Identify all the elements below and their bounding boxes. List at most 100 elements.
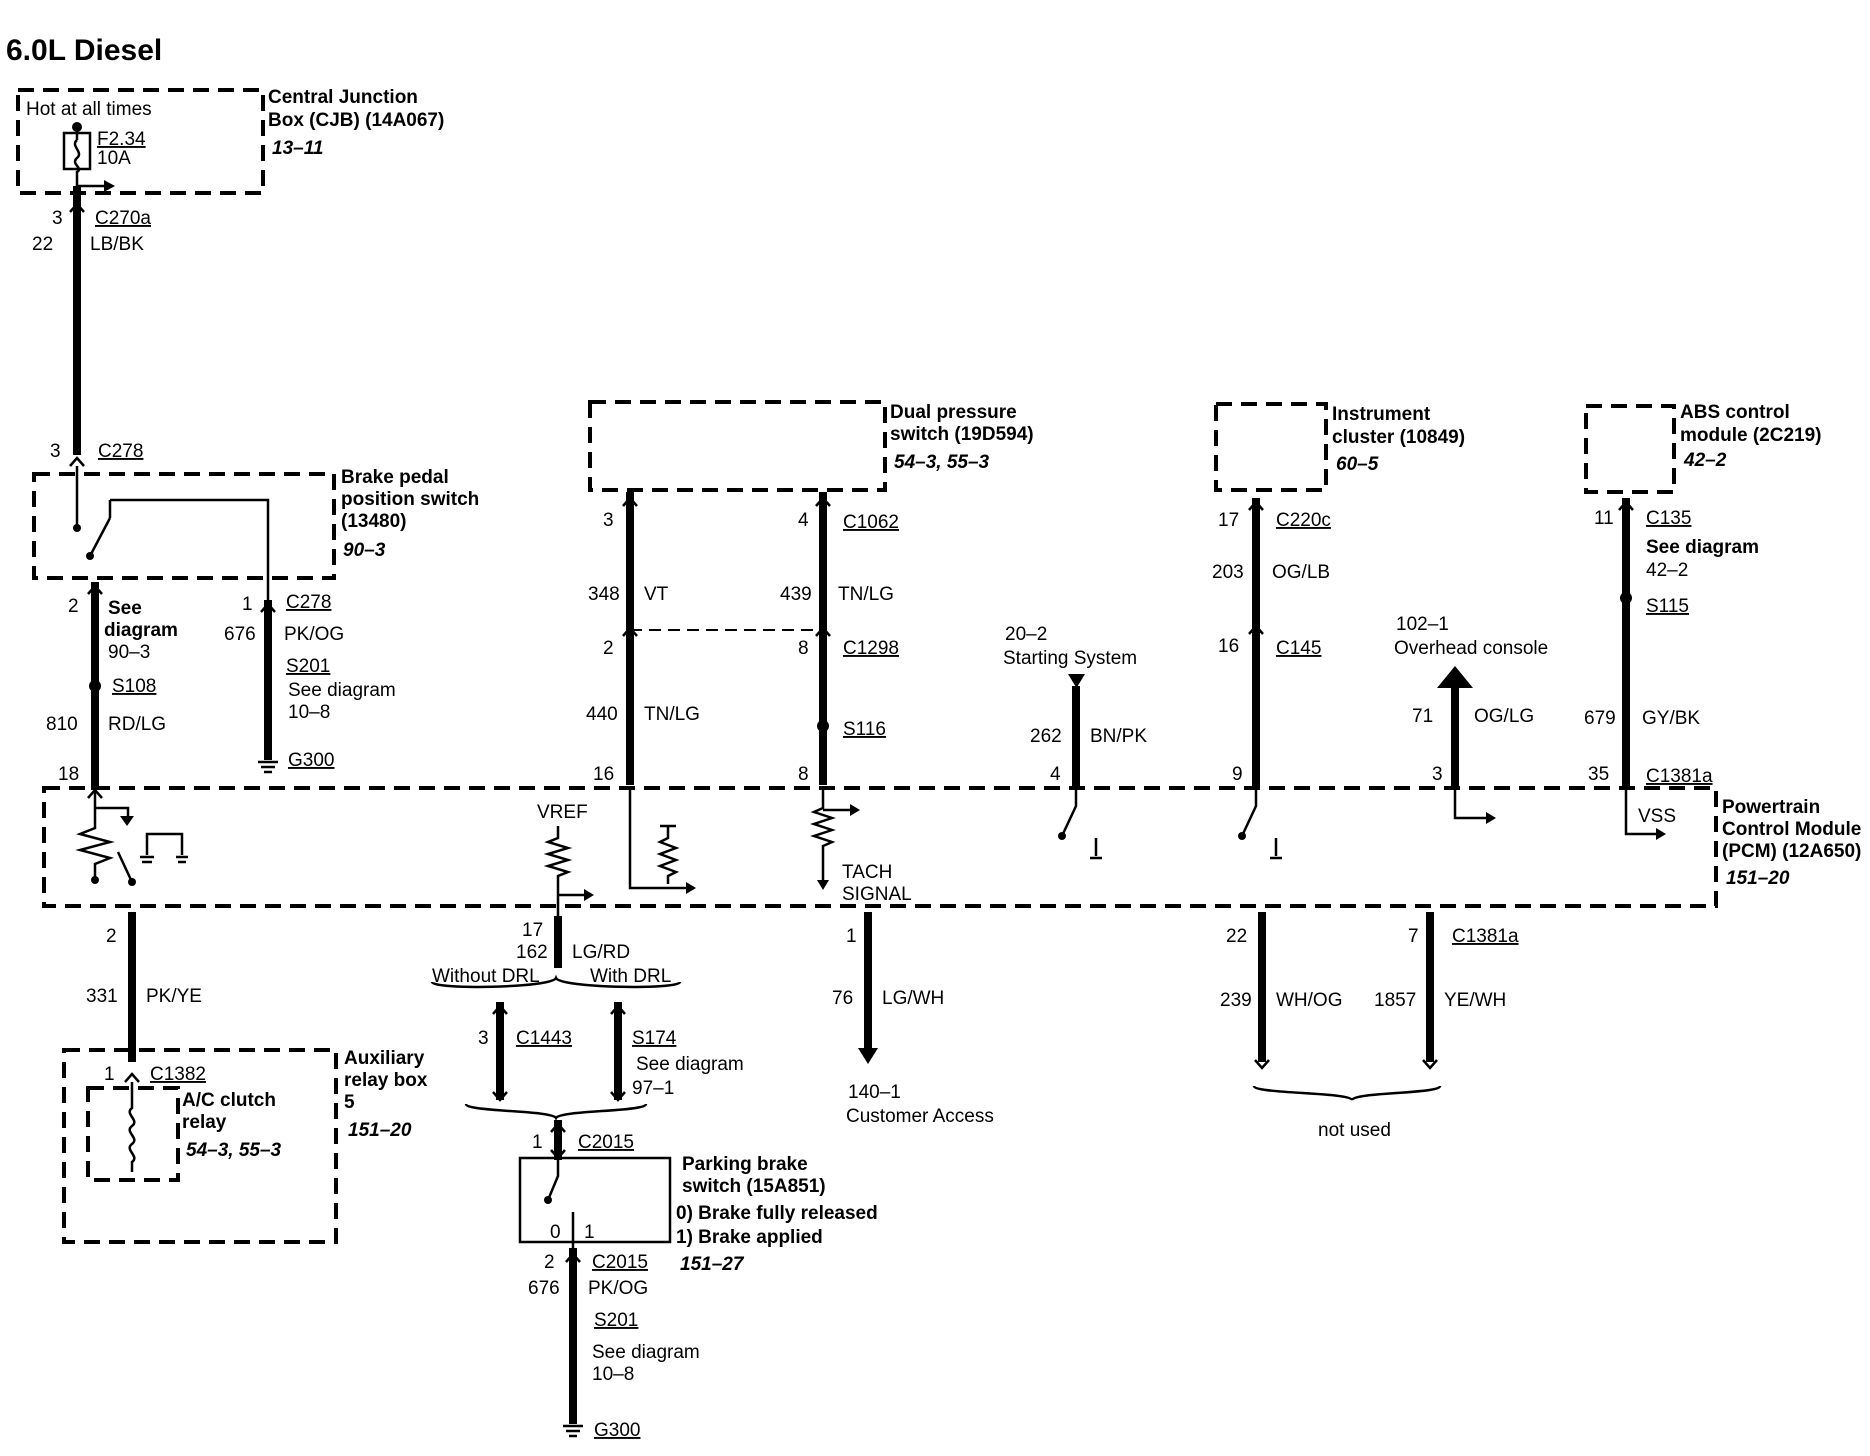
unused-end-icons: [1254, 1059, 1438, 1070]
c145-label: C145: [1276, 638, 1321, 659]
c1443-pin: 3: [478, 1028, 489, 1049]
pcm-vref-arrow-icon: [584, 889, 594, 901]
c135-label: C135: [1646, 508, 1691, 529]
c1298-label: C1298: [843, 638, 899, 659]
parking-state-1: 1) Brake applied: [676, 1227, 823, 1248]
pcm-left-contact: [91, 876, 99, 884]
g300-lower-label: G300: [594, 1420, 640, 1441]
pcm-left-ground-icon: [140, 855, 154, 864]
bpp-name-1: Brake pedal: [341, 467, 449, 488]
s201-lower-label: S201: [594, 1310, 638, 1331]
abs-control-module: ABS control module (2C219) 42–2 11 C135 …: [1584, 402, 1821, 787]
wire-71-circuit: 71: [1412, 706, 1433, 727]
c2015-top-label: C2015: [578, 1132, 634, 1153]
without-drl-label: Without DRL: [432, 966, 540, 987]
wire-348-color: VT: [644, 584, 669, 605]
abs-ref: 42–2: [1683, 450, 1727, 471]
fuse-element: [73, 127, 81, 186]
c1381a-bottom-label: C1381a: [1452, 926, 1519, 947]
aux-ref: 151–20: [348, 1120, 412, 1141]
central-junction-box: Hot at all times F2.34 10A Central Junct…: [16, 87, 444, 195]
c270a-pin: 3: [52, 208, 63, 229]
c220c-connector-icon: [1248, 500, 1264, 511]
splice-s116: [817, 720, 829, 732]
wire-676-upper-color: PK/OG: [284, 624, 344, 645]
pcm-vss-line: [1624, 790, 1660, 836]
pcm-start-switch: [1060, 790, 1078, 837]
s201-lower-see: See diagram: [592, 1342, 700, 1363]
bpp-name-2: position switch: [341, 489, 479, 510]
splice-s115: [1620, 592, 1632, 604]
ac-relay-ref: 54–3, 55–3: [186, 1140, 282, 1161]
c220c-label: C220c: [1276, 510, 1331, 531]
ic-ref: 60–5: [1336, 454, 1379, 475]
pcm-vref-resistor: [543, 826, 573, 916]
bpp-out-pin: 2: [68, 596, 79, 617]
c278-b-pin: 1: [242, 594, 253, 615]
aux-name-1: Auxiliary: [344, 1048, 425, 1069]
wire-439-color: TN/LG: [838, 584, 894, 605]
pcm-ref: 151–20: [1726, 868, 1790, 889]
overhead-ref: 102–1: [1396, 614, 1449, 635]
ac-relay-outline: [86, 1086, 180, 1182]
abs-name-1: ABS control: [1680, 402, 1790, 423]
brake-pedal-position-switch: 3 C278 Brake pedal position switch (1348…: [32, 441, 479, 790]
abs-pin: 11: [1594, 508, 1614, 529]
ic-name-2: cluster (10849): [1332, 427, 1465, 448]
ic-pcm-pin: 9: [1232, 764, 1243, 785]
abs-see-ref: 42–2: [1646, 560, 1688, 581]
dps-pcm-pin-a: 16: [593, 764, 614, 785]
parking-pos-1: 1: [584, 1222, 595, 1243]
dps-pin-b: 4: [798, 510, 809, 531]
wire-262-color: BN/PK: [1090, 726, 1147, 747]
abs-see: See diagram: [1646, 537, 1759, 558]
c2015-bottom-label: C2015: [592, 1252, 648, 1273]
s174-see-ref: 97–1: [632, 1078, 674, 1099]
pcm-left-switch: [116, 851, 134, 883]
parking-switch-pivot: [544, 1196, 552, 1204]
wire-71-color: OG/LG: [1474, 706, 1534, 727]
pcm-overhead-line: [1453, 790, 1490, 820]
pcm-vss-arrow-icon: [1656, 828, 1666, 840]
wire-76-circuit: 76: [832, 988, 853, 1009]
aux-name-2: relay box: [344, 1070, 428, 1091]
connector-c278-icon: [69, 456, 85, 467]
dps-name-2: switch (19D594): [890, 424, 1034, 445]
s174-connector-icon: [610, 1004, 626, 1102]
pcm-dps-line: [628, 786, 690, 890]
parking-switch-arm: [546, 1160, 560, 1201]
parking-pos-0: 0: [550, 1222, 561, 1243]
wire-440-circuit: 440: [586, 704, 618, 725]
aux-outline: [62, 1048, 338, 1244]
fuse-id: F2.34: [97, 129, 146, 150]
starting-name: Starting System: [1003, 648, 1137, 669]
wire-22-color: LB/BK: [90, 234, 144, 255]
ac-relay-name-2: relay: [182, 1112, 227, 1133]
abs-outline: [1584, 404, 1676, 494]
with-drl-label: With DRL: [590, 966, 671, 987]
wire-1857-circuit: 1857: [1374, 990, 1416, 1011]
pcm-left-pullup: [95, 806, 130, 818]
wire-239-color: WH/OG: [1276, 990, 1343, 1011]
wire-22: 3 C270a 22 LB/BK: [32, 186, 151, 455]
abs-pcm-pin: 35: [1588, 764, 1609, 785]
c1443-label: C1443: [516, 1028, 572, 1049]
wire-676-upper-circuit: 676: [224, 624, 256, 645]
bpp-outline: [32, 472, 336, 580]
dps-pcm-pin-b: 8: [798, 764, 809, 785]
powertrain-control-module: 18 VREF TACH SIGNAL: [42, 764, 1861, 947]
c278-b-connector-icon: [260, 602, 276, 613]
wire-331-color: PK/YE: [146, 986, 202, 1007]
c278-b-label: C278: [286, 592, 331, 613]
wire-162-color: LG/RD: [572, 942, 630, 963]
dps-outline: [588, 400, 887, 492]
dps-pin-a: 3: [603, 510, 614, 531]
wire-440-color: TN/LG: [644, 704, 700, 725]
s115-label: S115: [1646, 596, 1689, 617]
bpp-see-ref: 90–3: [108, 642, 150, 663]
page-title: 6.0L Diesel: [6, 34, 162, 67]
bpp-switch-arm: [88, 498, 270, 640]
starting-system-feed: 20–2 Starting System 262 BN/PK 4: [1003, 624, 1147, 786]
pcm-start-ground-icon: [1090, 838, 1102, 860]
